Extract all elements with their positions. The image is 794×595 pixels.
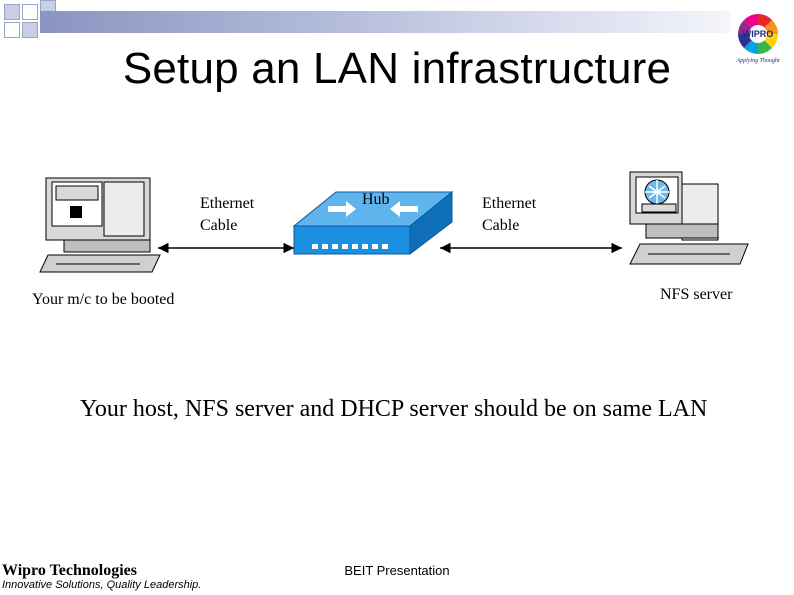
logo-tagline: Applying Thought [735,58,779,64]
logo-text: WIPRO [743,29,774,39]
footer-brand-name: Wipro Technologies [2,562,137,579]
right-cable-label: Ethernet Cable [482,193,536,237]
wipro-logo: WIPRO Applying Thought [735,14,780,64]
deco-square [22,4,38,20]
header-gradient-bar [40,11,730,33]
deco-square [4,4,20,20]
left-cable-label-line1: Ethernet [200,195,255,212]
deco-square [4,22,20,38]
hub-label: Hub [362,191,390,208]
hub-icon [292,190,454,256]
server-label: NFS server [660,286,733,303]
left-cable-label-line2: Cable [200,217,238,234]
right-cable-label-line1: Ethernet [482,195,537,212]
footer-presentation-label: BEIT Presentation [344,563,450,578]
server-computer-icon [629,171,749,265]
client-label: Your m/c to be booted [32,291,175,308]
deco-square [22,22,38,38]
footer-brand-tagline: Innovative Solutions, Quality Leadership… [2,579,202,591]
slide-caption: Your host, NFS server and DHCP server sh… [80,396,708,422]
slide-title: Setup an LAN infrastructure [122,44,672,93]
lan-diagram [39,171,749,273]
client-computer-icon [39,177,161,273]
left-cable-label: Ethernet Cable [200,193,254,237]
right-cable-label-line2: Cable [482,217,520,234]
